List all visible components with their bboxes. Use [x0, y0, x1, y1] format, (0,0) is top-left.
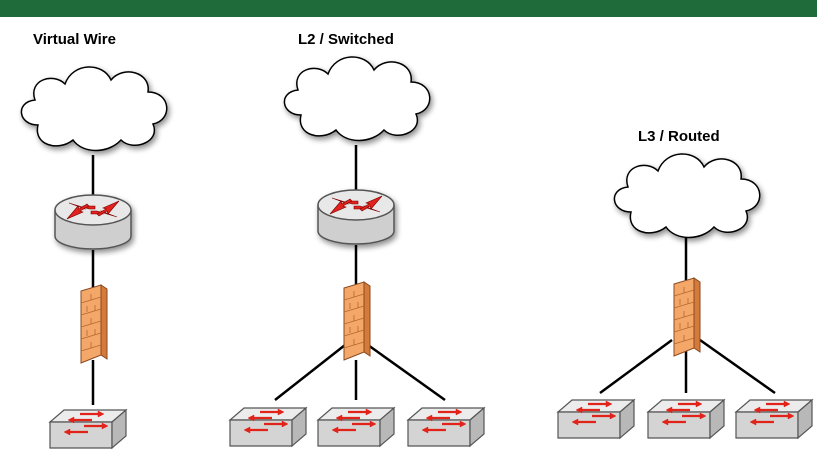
- firewall-icon: [80, 284, 108, 364]
- switch-icon: [556, 398, 636, 440]
- cloud-icon: [613, 153, 761, 239]
- switch-icon: [646, 398, 726, 440]
- cloud-icon: [20, 66, 168, 152]
- link: [274, 344, 346, 401]
- router-icon: [54, 194, 132, 250]
- link: [599, 338, 673, 395]
- switch-icon: [48, 408, 128, 450]
- firewall-icon: [343, 281, 371, 361]
- switch-icon: [316, 406, 396, 448]
- switch-icon: [406, 406, 486, 448]
- l3-routed-label: L3 / Routed: [638, 128, 720, 145]
- firewall-icon: [673, 277, 701, 357]
- links: [91, 145, 776, 405]
- switch-icon: [734, 398, 814, 440]
- switch-icon: [228, 406, 308, 448]
- cloud-icon: [283, 56, 431, 142]
- l2-switched-label: L2 / Switched: [298, 31, 394, 48]
- link: [367, 343, 446, 402]
- virtual-wire-label: Virtual Wire: [33, 31, 116, 48]
- link: [699, 338, 776, 395]
- router-icon: [317, 189, 395, 245]
- header-bar: [0, 0, 817, 17]
